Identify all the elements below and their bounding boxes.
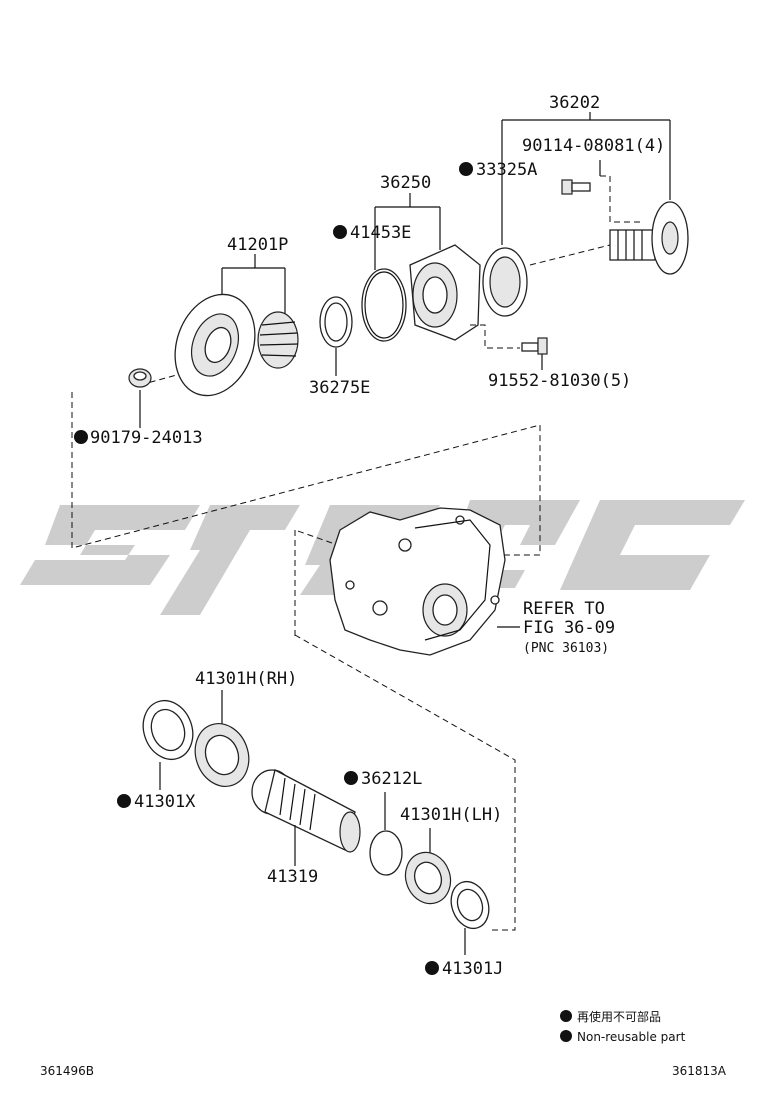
nonreusable-dot-36212L xyxy=(344,771,358,785)
transfer-housing xyxy=(329,507,506,656)
label-36275E: 36275E xyxy=(309,378,370,398)
footer-right-code: 361813A xyxy=(672,1064,727,1078)
dash-outline-lower xyxy=(294,529,516,931)
shaft-41319 xyxy=(251,769,361,853)
thrust-washer-41301J xyxy=(450,880,490,930)
label-90179-24013: 90179-24013 xyxy=(90,428,203,448)
legend-dot-jp xyxy=(560,1010,572,1022)
footer-left-code: 361496B xyxy=(40,1064,94,1078)
nonreusable-dot-90179 xyxy=(74,430,88,444)
label-41301H-LH: 41301H(LH) xyxy=(400,805,502,825)
nonreusable-dot-41453E xyxy=(333,225,347,239)
oil-seal-33325A xyxy=(482,247,528,317)
label-36250: 36250 xyxy=(380,173,431,193)
legend-dot-en xyxy=(560,1030,572,1042)
nonreusable-dot-33325A xyxy=(459,162,473,176)
dash-91552 xyxy=(470,324,520,349)
label-36212L: 36212L xyxy=(361,769,422,789)
o-ring-inner xyxy=(364,271,404,339)
label-41453E: 41453E xyxy=(350,223,411,243)
leader-41201P xyxy=(221,254,286,320)
bearing-41301H-LH xyxy=(404,851,452,905)
bearing-41301H-RH xyxy=(194,723,250,787)
bearing-retainer-36250 xyxy=(409,244,481,341)
label-refer-to: REFER TO xyxy=(523,599,605,619)
label-41201P: 41201P xyxy=(227,235,288,255)
shim-36275E xyxy=(319,296,353,348)
flange-36202 xyxy=(609,201,689,275)
label-91552-81030: 91552-81030(5) xyxy=(488,371,631,391)
label-refer-pnc: (PNC 36103) xyxy=(523,641,609,656)
bolt-90114 xyxy=(561,179,591,195)
o-ring-41453E xyxy=(361,268,407,342)
snap-ring-36212L xyxy=(369,830,403,876)
label-41301H-RH: 41301H(RH) xyxy=(195,669,297,689)
side-gear-case xyxy=(174,293,256,397)
leader-36250 xyxy=(374,193,441,270)
dash-90114 xyxy=(600,175,640,223)
nonreusable-dot-41301J xyxy=(425,961,439,975)
dash-outline-upper xyxy=(71,392,541,556)
leader-36202 xyxy=(501,112,671,245)
thrust-washer-41301X xyxy=(142,699,194,761)
label-90114-08081: 90114-08081(4) xyxy=(522,136,665,156)
bolt-91552 xyxy=(521,337,548,355)
label-41319: 41319 xyxy=(267,867,318,887)
nonreusable-dot-41301X xyxy=(117,794,131,808)
label-36202: 36202 xyxy=(549,93,600,113)
nut-90179 xyxy=(128,368,152,388)
legend-text-en: Non-reusable part xyxy=(577,1030,686,1044)
pinion-gear xyxy=(257,311,299,369)
label-refer-fig: FIG 36-09 xyxy=(523,618,615,638)
label-41301X: 41301X xyxy=(134,792,196,812)
label-33325A: 33325A xyxy=(476,160,537,180)
legend-text-jp: 再使用不可部品 xyxy=(577,1009,661,1024)
label-41301J: 41301J xyxy=(442,959,503,979)
